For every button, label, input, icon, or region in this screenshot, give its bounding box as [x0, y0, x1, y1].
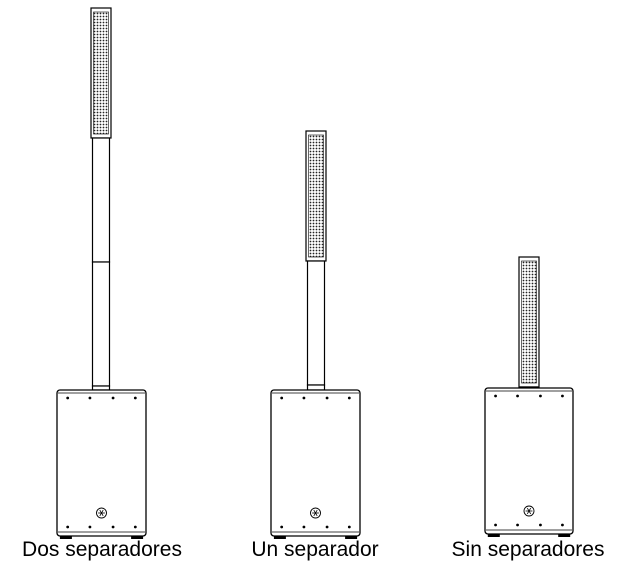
- screw-top: [133, 396, 137, 400]
- subwoofer-cabinet: [56, 389, 147, 537]
- screw-bottom: [494, 523, 497, 527]
- screw-top: [516, 394, 519, 398]
- screw-top: [88, 396, 92, 400]
- speaker-assembly-1: [56, 7, 147, 539]
- screw-top: [539, 394, 542, 398]
- speaker-assembly-3: [484, 256, 574, 537]
- screw-bottom: [133, 525, 137, 529]
- subwoofer-cabinet: [270, 389, 361, 537]
- caption-two-spacers: Dos separadores: [22, 538, 182, 561]
- screw-bottom: [280, 525, 284, 529]
- spacer-pole: [91, 261, 111, 387]
- screw-bottom: [561, 523, 564, 527]
- screw-top: [302, 396, 306, 400]
- caption-no-spacers: Sin separadores: [451, 538, 605, 561]
- logo-stroke: [99, 509, 104, 517]
- screw-bottom: [302, 525, 306, 529]
- screw-top: [325, 396, 329, 400]
- screw-top: [494, 394, 497, 398]
- screw-bottom: [325, 525, 329, 529]
- subwoofer-foot: [273, 536, 286, 539]
- logo-stroke: [313, 509, 318, 517]
- subwoofer-cabinet: [484, 387, 574, 535]
- screw-top: [66, 396, 70, 400]
- caption-one-spacer: Un separador: [251, 538, 379, 561]
- screw-top: [280, 396, 284, 400]
- subwoofer-foot: [345, 536, 358, 539]
- screw-bottom: [539, 523, 542, 527]
- spacer-pole: [306, 260, 326, 386]
- subwoofer-foot: [131, 536, 144, 539]
- array-speaker-grille: [521, 260, 537, 384]
- screw-bottom: [111, 525, 115, 529]
- spacer-pole: [91, 137, 111, 263]
- subwoofer-foot: [59, 536, 72, 539]
- screw-top: [347, 396, 351, 400]
- subwoofer-foot: [487, 534, 500, 537]
- screw-top: [111, 396, 115, 400]
- array-speaker-grille: [308, 134, 324, 258]
- speaker-assembly-2: [270, 130, 361, 539]
- screw-bottom: [347, 525, 351, 529]
- screw-bottom: [88, 525, 92, 529]
- logo-stroke: [526, 507, 532, 515]
- array-speaker-grille: [93, 11, 109, 135]
- connector-pole: [306, 384, 326, 391]
- screw-top: [561, 394, 564, 398]
- screw-bottom: [66, 525, 70, 529]
- subwoofer-foot: [558, 534, 571, 537]
- screw-bottom: [516, 523, 519, 527]
